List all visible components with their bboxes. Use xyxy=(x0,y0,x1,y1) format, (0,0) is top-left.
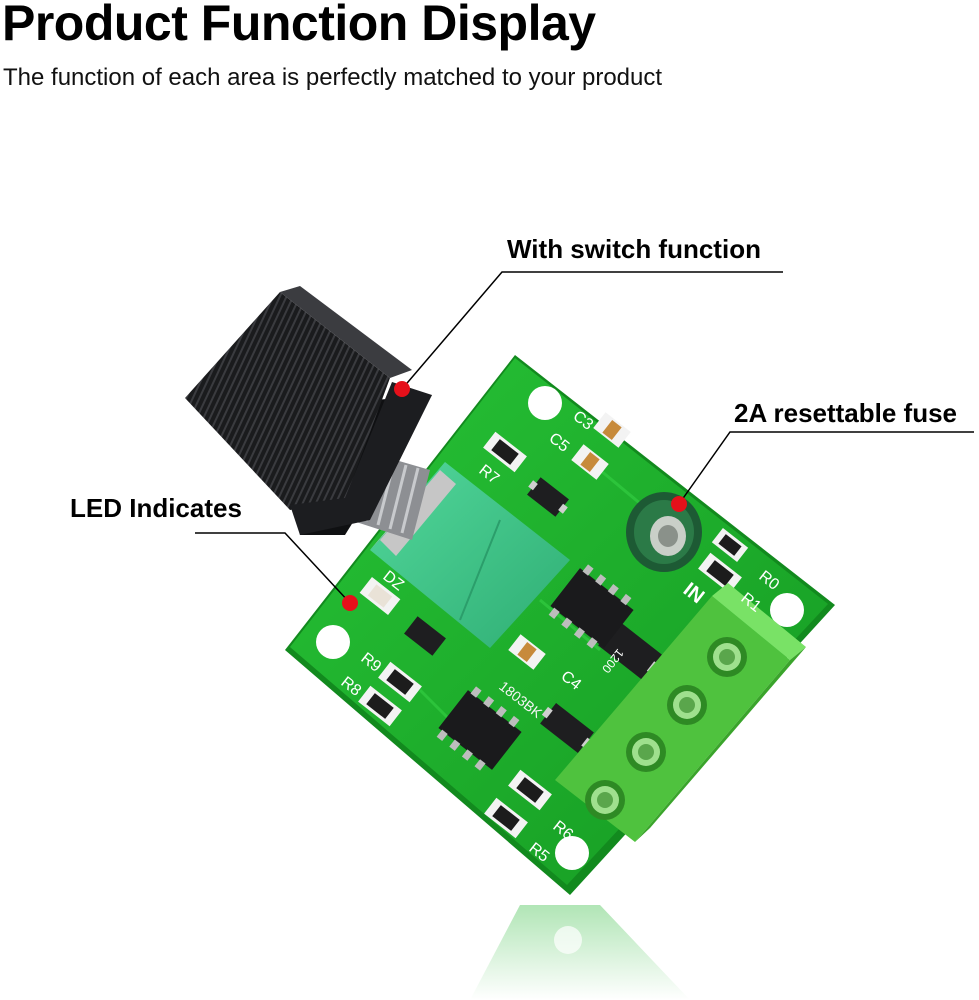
smd-components xyxy=(358,412,749,839)
callout-resettable-fuse: 2A resettable fuse xyxy=(734,398,958,428)
marker-dot-led xyxy=(342,595,358,611)
marker-dot-fuse xyxy=(671,496,687,512)
terminal-screw xyxy=(585,780,625,820)
fuse-capacitor xyxy=(626,492,702,572)
callout-switch-function: With switch function xyxy=(507,234,761,264)
ic-chip xyxy=(436,686,522,771)
rotary-knob xyxy=(185,286,432,535)
callout-markers xyxy=(342,381,687,611)
mounting-hole xyxy=(770,593,804,627)
terminal-screw xyxy=(707,637,747,677)
marker-dot-switch xyxy=(394,381,410,397)
mounting-hole xyxy=(316,625,350,659)
mounting-hole xyxy=(528,386,562,420)
terminal-screw xyxy=(667,685,707,725)
page-subtitle: The function of each area is perfectly m… xyxy=(3,64,663,91)
terminal-screw xyxy=(626,732,666,772)
board-reflection xyxy=(470,905,690,1000)
screw-terminal-block xyxy=(555,583,806,842)
ic-chip xyxy=(548,564,634,649)
page-title: Product Function Display xyxy=(2,0,596,51)
callout-lines xyxy=(195,271,974,604)
callout-led-indicator: LED Indicates xyxy=(70,493,242,523)
mounting-hole xyxy=(555,836,589,870)
